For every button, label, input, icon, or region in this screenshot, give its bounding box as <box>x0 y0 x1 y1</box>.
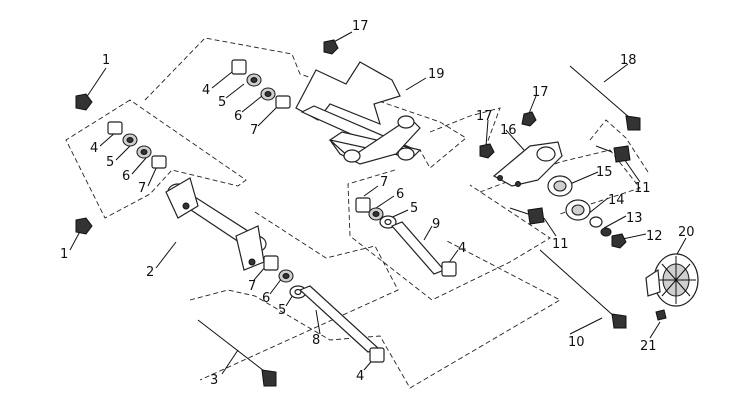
callout-18: 18 <box>620 53 637 68</box>
callout-11-right: 11 <box>634 181 651 196</box>
callout-6-lower: 6 <box>262 291 270 306</box>
callout-1-bottom: 1 <box>60 247 68 262</box>
nut-1-upper <box>75 93 93 111</box>
swing-arm-left <box>165 177 267 271</box>
nut-1-lower <box>75 217 93 235</box>
callout-3: 3 <box>210 373 218 388</box>
callout-11-lower: 11 <box>552 237 569 252</box>
group-outline-left-upper <box>65 99 247 219</box>
callout-15: 15 <box>596 165 613 180</box>
callout-19: 19 <box>428 67 445 82</box>
callout-9: 9 <box>432 217 440 232</box>
callout-7-left: 7 <box>138 181 146 196</box>
callout-6-top: 6 <box>234 109 242 124</box>
callout-4-center: 4 <box>458 241 466 256</box>
callout-5-lower: 5 <box>278 303 286 318</box>
wheel-20 <box>645 253 699 321</box>
group-outline-bolt-right <box>589 119 649 173</box>
bushing-stack-center <box>355 197 457 277</box>
group-outline-left-lower <box>199 211 399 381</box>
shock-parts <box>547 175 627 249</box>
callout-20: 20 <box>678 225 695 240</box>
callout-4-left: 4 <box>90 141 98 156</box>
bushing-stack-top <box>231 59 291 109</box>
callout-17-mid: 17 <box>476 109 493 124</box>
callout-5-left: 5 <box>106 155 114 170</box>
callout-16: 16 <box>500 123 517 138</box>
callout-6-center: 6 <box>396 187 404 202</box>
callout-7-top: 7 <box>250 123 258 138</box>
callout-17-top: 17 <box>352 19 369 34</box>
bolt-3 <box>197 319 277 387</box>
plate-16 <box>479 111 563 187</box>
bolt-10 <box>539 249 627 329</box>
group-outline-top-right <box>429 107 501 147</box>
callout-21: 21 <box>640 339 657 354</box>
callout-12: 12 <box>646 229 663 244</box>
bolts-11 <box>509 145 631 225</box>
callout-labels: 1 1 2 3 4 5 6 7 4 5 6 7 7 6 5 8 4 7 6 5 … <box>60 19 695 388</box>
callout-14: 14 <box>608 193 625 208</box>
bracket-19 <box>295 39 422 165</box>
callout-5-top: 5 <box>218 95 226 110</box>
callout-7-center: 7 <box>380 175 388 190</box>
callout-4-top: 4 <box>202 83 210 98</box>
callout-17-right: 17 <box>532 85 549 100</box>
group-outline-mid <box>347 169 551 301</box>
callout-7-lower: 7 <box>248 279 256 294</box>
callout-1-top: 1 <box>102 53 110 68</box>
bolt-18 <box>569 65 641 131</box>
callout-5-center: 5 <box>410 201 418 216</box>
callout-2: 2 <box>146 265 154 280</box>
callout-6-left: 6 <box>122 169 130 184</box>
sleeve-8 <box>298 285 385 363</box>
callout-8: 8 <box>312 333 320 348</box>
callout-10: 10 <box>568 335 585 350</box>
bushing-stack-left-upper <box>107 121 167 169</box>
bushing-stack-left-lower <box>263 255 307 299</box>
callout-4-lower: 4 <box>356 369 364 384</box>
callout-13: 13 <box>626 211 643 226</box>
